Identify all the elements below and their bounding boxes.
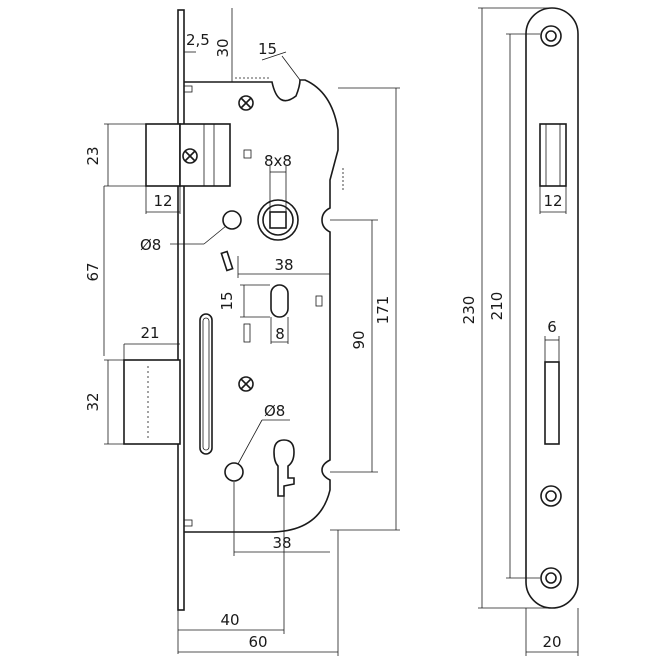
- dim-dia8-top: Ø8: [140, 236, 161, 254]
- dim-90: 90: [350, 330, 368, 349]
- small-slot-right: [315, 295, 323, 307]
- dim-21: 21: [140, 324, 159, 342]
- strike-plate-view: [525, 7, 579, 609]
- screw-cross-icon-mid: [238, 376, 254, 392]
- dim-8x8: 8x8: [264, 152, 292, 170]
- dim-60: 60: [248, 633, 267, 651]
- faceplate-screw-top: [183, 85, 193, 93]
- faceplate: [177, 9, 185, 611]
- dim-8-slot: 8: [275, 325, 285, 343]
- dim-15-angle: 15: [258, 40, 277, 58]
- dim-20: 20: [542, 633, 561, 651]
- dim-210: 210: [488, 292, 506, 321]
- strike-screw-hole-bottom: [540, 567, 562, 589]
- deadbolt-opening: [544, 361, 560, 445]
- dimension-lines: [103, 8, 400, 656]
- dim-12-strike: 12: [543, 192, 562, 210]
- dim-67: 67: [84, 262, 102, 281]
- angled-pin: [220, 250, 234, 272]
- faceplate-screw-bottom: [183, 519, 193, 527]
- small-slot-left: [243, 323, 251, 343]
- screw-cross-icon: [182, 148, 198, 164]
- dim-15-slot: 15: [218, 291, 236, 310]
- oval-slot: [270, 284, 289, 318]
- strike-screw-hole-middle: [540, 485, 562, 507]
- dim-6: 6: [547, 318, 557, 336]
- dim-40: 40: [220, 611, 239, 629]
- dim-12-latch: 12: [153, 192, 172, 210]
- dim-dia8-bottom: Ø8: [264, 402, 285, 420]
- dim-38-bottom: 38: [272, 534, 291, 552]
- dim-230: 230: [460, 296, 478, 325]
- latch-opening: [539, 123, 567, 187]
- strike-screw-hole-top: [540, 25, 562, 47]
- fixing-hole-top: [222, 210, 242, 230]
- keyhole: [273, 439, 295, 497]
- long-vertical-slot-inner: [202, 317, 210, 451]
- dim-38-top: 38: [274, 256, 293, 274]
- dimension-labels: 2,5 30 15 23 8x8 12 Ø8 67 38 15 8 171 90…: [84, 31, 563, 651]
- strike-dimension-lines: [478, 7, 579, 656]
- strike-plate: [525, 7, 579, 609]
- dim-2-5: 2,5: [186, 31, 210, 49]
- lock-case: [184, 79, 339, 533]
- dim-23: 23: [84, 146, 102, 165]
- long-vertical-slot: [199, 313, 213, 455]
- dim-32: 32: [84, 392, 102, 411]
- dim-30: 30: [214, 38, 232, 57]
- screw-cross-icon-top: [238, 95, 254, 111]
- fixing-hole-bottom: [224, 462, 244, 482]
- spindle-hub: [257, 199, 299, 241]
- lock-body-view: [123, 9, 344, 611]
- small-slot-top: [243, 149, 252, 159]
- dim-171: 171: [374, 296, 392, 325]
- dead-bolt: [123, 359, 181, 445]
